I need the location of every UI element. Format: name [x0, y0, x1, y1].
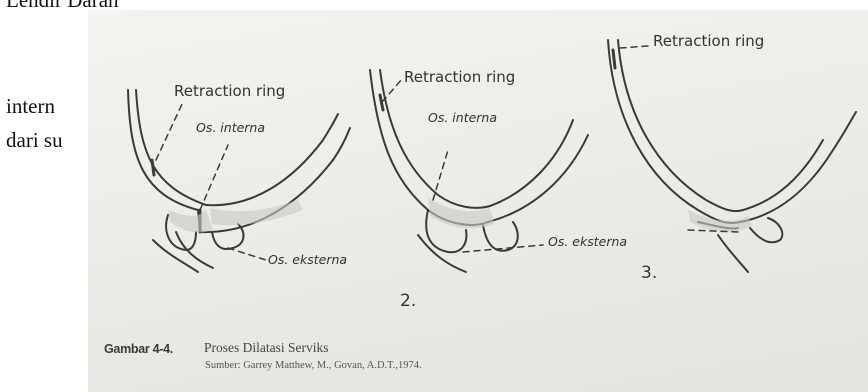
diagram-number-2: 2. [400, 291, 416, 311]
label-os-interna-1: Os. interna [196, 120, 265, 135]
background-text-line-2: dari su [6, 130, 63, 151]
label-retraction-ring-2: Retraction ring [404, 68, 515, 86]
figure-caption-title: Proses Dilatasi Serviks [204, 340, 329, 356]
diagram-3 [608, 40, 856, 272]
background-text-line-1: intern [6, 96, 55, 117]
figure-photo: Retraction ring Os. interna Os. eksterna… [88, 10, 868, 392]
figure-caption-label: Gambar 4-4. [104, 342, 173, 356]
label-os-eksterna-2: Os. eksterna [548, 234, 627, 249]
figure-caption-source: Sumber: Garrey Matthew, M., Govan, A.D.T… [205, 360, 422, 371]
label-os-interna-2: Os. interna [428, 110, 497, 125]
label-retraction-ring-3: Retraction ring [653, 32, 764, 50]
label-os-eksterna-1: Os. eksterna [268, 252, 347, 267]
diagram-1 [128, 90, 350, 272]
cervix-dilation-diagram: Retraction ring Os. interna Os. eksterna… [88, 10, 868, 392]
label-retraction-ring-1: Retraction ring [174, 82, 285, 100]
diagram-number-3: 3. [641, 263, 657, 283]
